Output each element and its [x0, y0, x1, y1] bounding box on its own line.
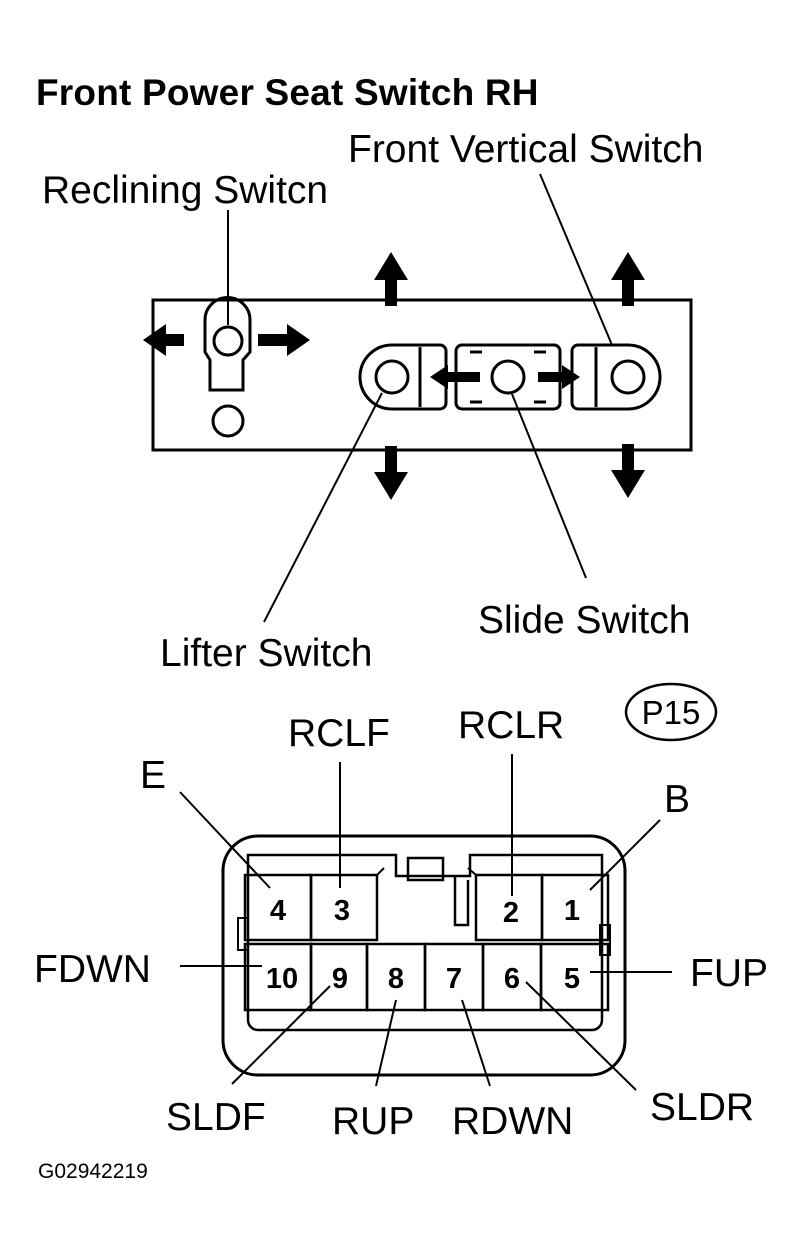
pin-number-7: 7	[446, 963, 462, 995]
pin-number-3: 3	[334, 895, 350, 927]
arrow-lifter-up-icon	[374, 252, 408, 306]
leader-e	[179, 791, 271, 889]
signal-label-e: E	[140, 754, 167, 797]
arrow-reclining-left-icon	[143, 324, 184, 356]
leader-slide	[511, 393, 587, 579]
label-reclining-switch: Reclining Switcn	[42, 169, 329, 212]
label-front-vertical-switch: Front Vertical Switch	[348, 128, 704, 171]
leader-sldr	[525, 981, 637, 1091]
reclining-indicator	[211, 404, 245, 438]
signal-label-sldr: SLDR	[650, 1086, 755, 1129]
arrow-front-down-icon	[611, 444, 645, 498]
leader-lifter	[263, 392, 383, 623]
connector-inner-frame	[246, 853, 604, 1032]
connector-id-text: P15	[642, 694, 701, 731]
pin-number-10: 10	[266, 963, 298, 995]
signal-label-fdwn: FDWN	[34, 948, 151, 991]
arrow-slide-right-icon	[538, 365, 580, 389]
figure-id: G02942219	[38, 1160, 148, 1183]
lifter-knob-center	[374, 359, 410, 395]
signal-label-rclr: RCLR	[458, 704, 565, 747]
reclining-knob-center	[212, 325, 244, 357]
pin-number-9: 9	[332, 963, 348, 995]
signal-label-rup: RUP	[332, 1100, 415, 1143]
slide-knob-center	[490, 359, 526, 395]
arrow-slide-left-icon	[430, 365, 480, 389]
connector-outer-shell	[221, 834, 627, 1077]
pin-number-1: 1	[564, 895, 580, 927]
pin-number-6: 6	[504, 963, 520, 995]
pin-number-5: 5	[564, 963, 580, 995]
connector-latch	[406, 856, 445, 882]
leader-front-vertical	[539, 173, 613, 346]
arrow-lifter-down-icon	[374, 446, 408, 500]
diagram-title: Front Power Seat Switch RH	[36, 72, 539, 113]
leader-b	[589, 819, 661, 891]
pin-number-8: 8	[388, 963, 404, 995]
switch-housing	[151, 298, 693, 452]
front-vertical-knob	[570, 343, 662, 411]
signal-label-sldf: SLDF	[166, 1096, 266, 1139]
arrow-reclining-right-icon	[258, 324, 310, 356]
signal-label-rdwn: RDWN	[452, 1100, 574, 1143]
pin-number-2: 2	[503, 897, 519, 929]
signal-label-fup: FUP	[690, 952, 768, 995]
signal-label-rclf: RCLF	[288, 712, 390, 755]
leader-rup	[375, 999, 397, 1087]
lifter-knob	[358, 343, 448, 411]
label-lifter-switch: Lifter Switch	[160, 632, 373, 675]
reclining-knob	[203, 296, 252, 392]
leader-rdwn	[461, 999, 491, 1087]
front-vertical-knob-center	[610, 359, 646, 395]
leader-sldf	[231, 985, 331, 1085]
pin-number-4: 4	[270, 895, 286, 927]
arrow-front-up-icon	[611, 252, 645, 306]
connector-id-badge	[624, 682, 718, 742]
slide-knob	[454, 343, 562, 411]
label-slide-switch: Slide Switch	[478, 599, 691, 642]
signal-label-b: B	[664, 778, 691, 821]
